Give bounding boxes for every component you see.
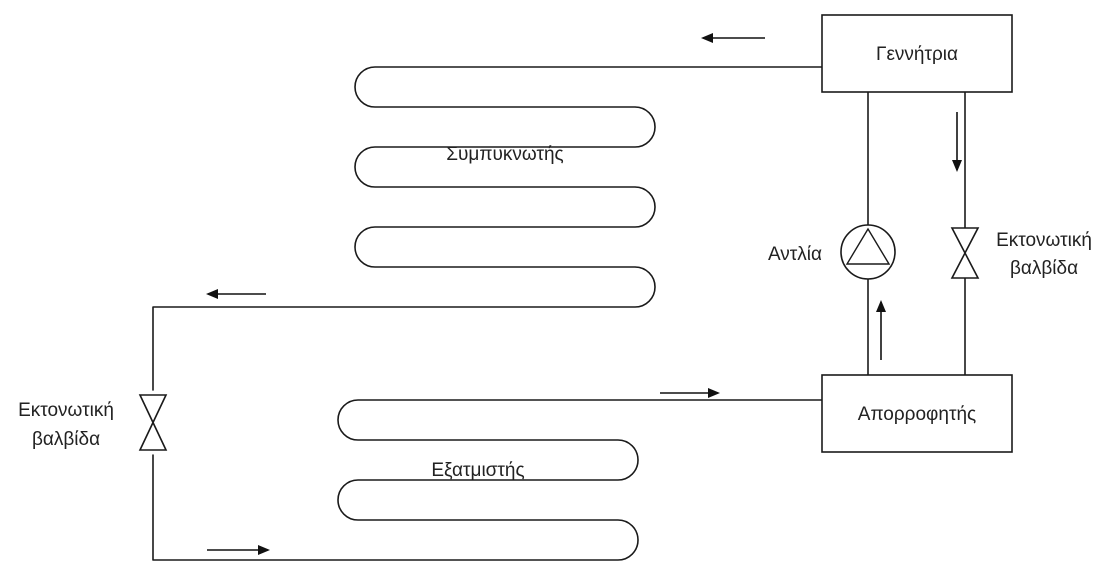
pump-icon [840, 224, 896, 280]
expansion-valve-right-label-line2: βαλβίδα [1010, 258, 1078, 279]
absorber-label: Απορροφητής [858, 404, 976, 425]
condenser-coil [152, 66, 823, 391]
generator-label: Γεννήτρια [876, 44, 958, 65]
absorber-box [821, 374, 1013, 453]
pump-label: Αντλία [768, 244, 822, 265]
condenser-label: Συμπυκνωτής [446, 144, 563, 165]
expansion-valve-left-label-line2: βαλβίδα [32, 429, 100, 450]
evaporator-label: Εξατμιστής [431, 460, 524, 481]
expansion-valve-right-icon [950, 227, 980, 279]
expansion-valve-right-label-line1: Εκτονωτική [996, 230, 1092, 251]
evaporator-coil [152, 399, 823, 561]
generator-box [821, 14, 1013, 93]
expansion-valve-left-label-line1: Εκτονωτική [18, 400, 114, 421]
expansion-valve-left-icon [138, 394, 168, 451]
